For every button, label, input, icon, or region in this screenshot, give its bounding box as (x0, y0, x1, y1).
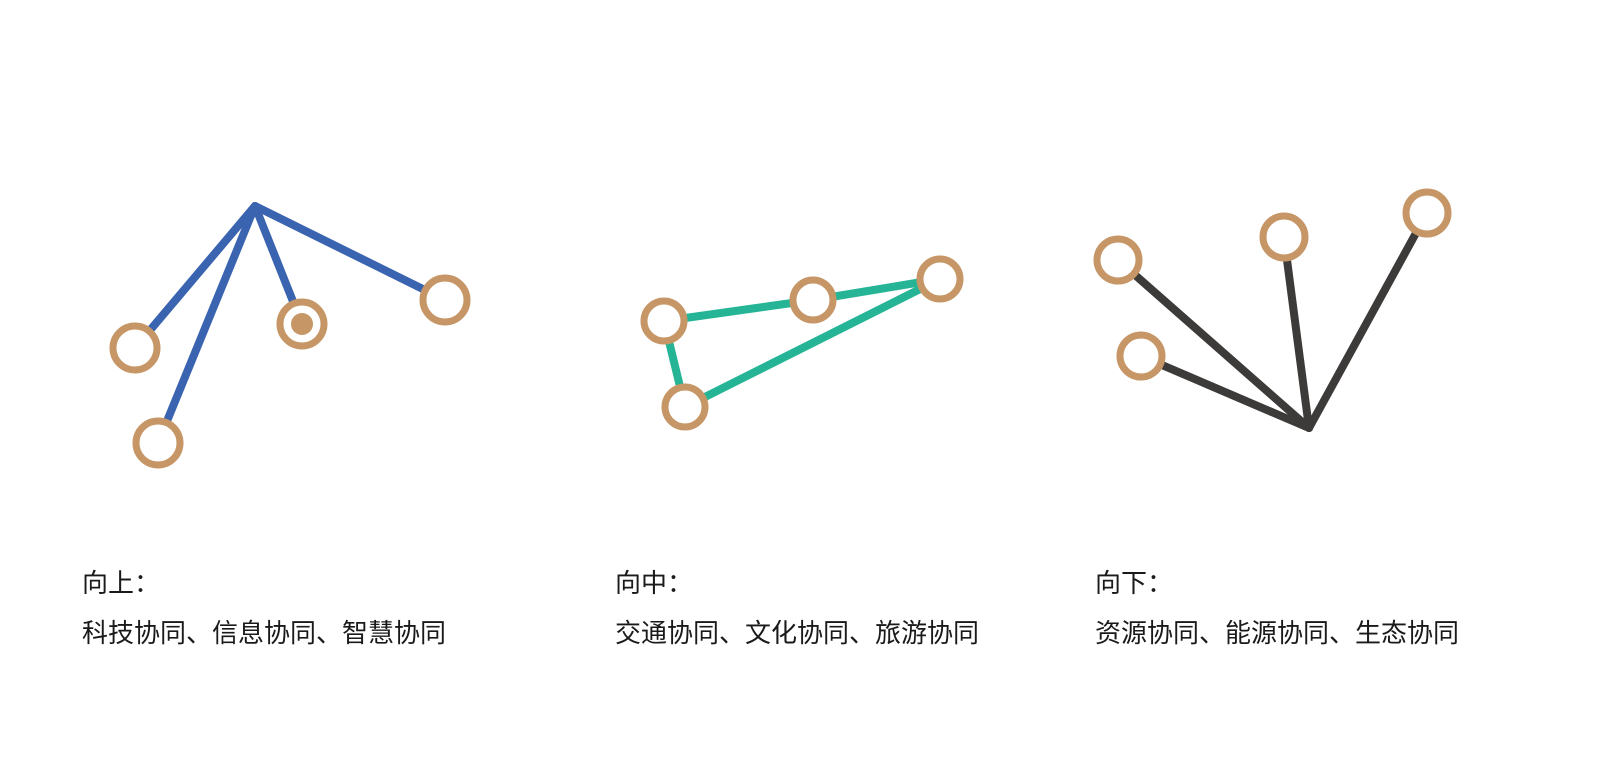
caption-up-heading: 向上： (82, 569, 161, 599)
caption-up-items: 科技协同、信息协同、智慧协同 (82, 619, 447, 649)
caption-mid-heading: 向中： (615, 569, 694, 599)
edge-mid-3 (681, 275, 944, 411)
node-mid-2 (789, 276, 837, 324)
node-down-3 (1259, 212, 1309, 262)
edge-up-4 (251, 202, 449, 304)
caption-up: 向上： 科技协同、信息协同、智慧协同 (82, 569, 446, 649)
edge-down-4 (1305, 209, 1431, 432)
node-mid-4 (661, 383, 709, 431)
caption-mid-items: 交通协同、文化协同、旅游协同 (615, 619, 980, 649)
caption-down-items: 资源协同、能源协同、生态协同 (1095, 619, 1460, 649)
node-down-1 (1093, 235, 1143, 285)
caption-down: 向下： 资源协同、能源协同、生态协同 (1095, 569, 1459, 649)
caption-mid: 向中： 交通协同、文化协同、旅游协同 (615, 569, 979, 649)
edge-down-2 (1137, 352, 1313, 432)
edge-down-1 (1114, 256, 1313, 432)
node-up-3-center-dot (291, 313, 313, 335)
node-up-1 (109, 322, 161, 374)
node-down-2 (1116, 331, 1166, 381)
edge-up-2 (154, 202, 259, 447)
edge-down-3 (1280, 233, 1313, 432)
node-mid-3 (916, 255, 964, 303)
edge-up-1 (131, 202, 259, 352)
node-up-4 (419, 274, 471, 326)
node-up-2 (132, 417, 184, 469)
node-down-4 (1402, 188, 1452, 238)
edge-mid-1 (660, 296, 817, 325)
caption-down-heading: 向下： (1095, 569, 1174, 599)
node-mid-1 (640, 297, 688, 345)
